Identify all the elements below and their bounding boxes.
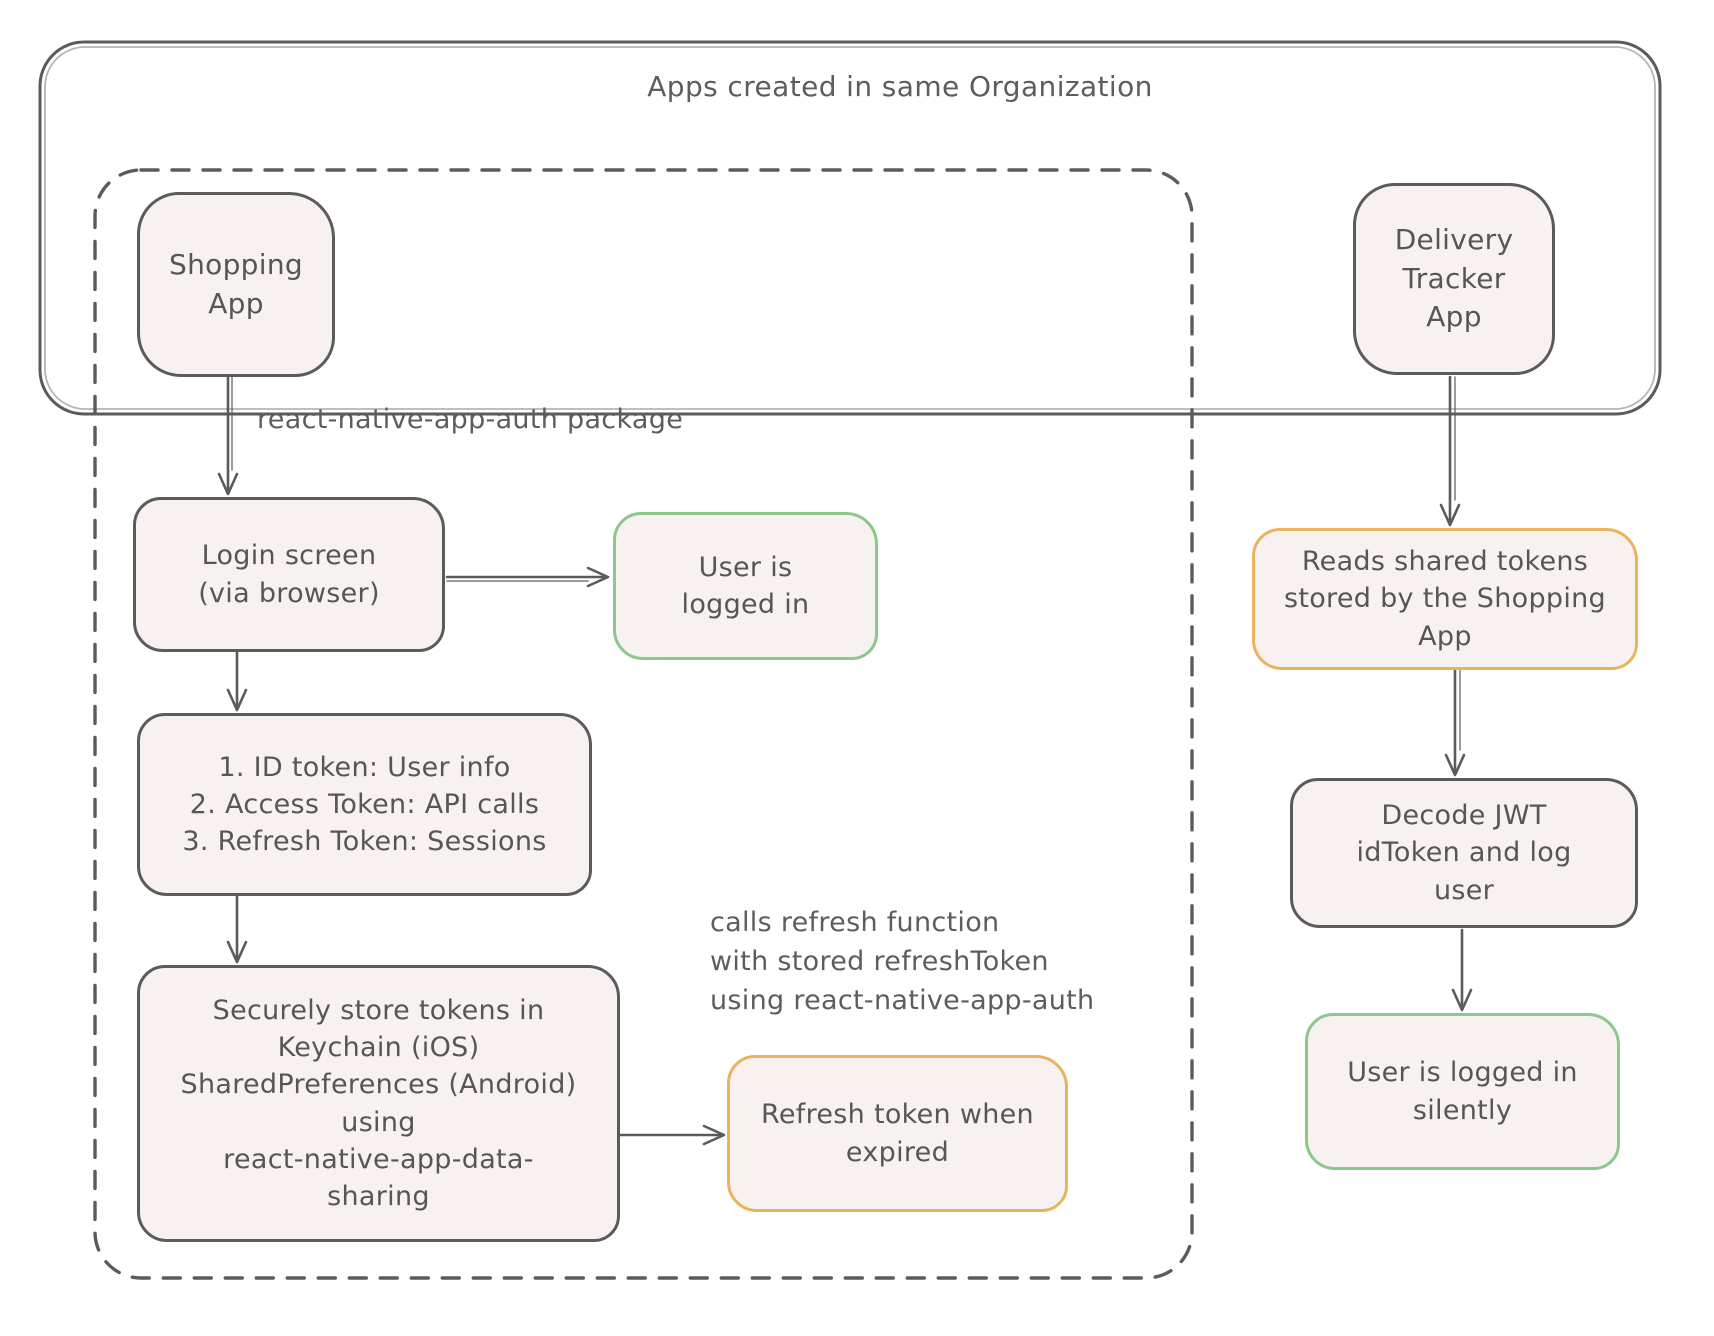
arrow-decode-to-silent: [1451, 928, 1473, 1012]
arrow-shopping-to-login: [217, 375, 239, 496]
node-login-screen: Login screen (via browser): [133, 497, 445, 652]
edge-label-refresh-note: calls refresh function with stored refre…: [710, 907, 1095, 1017]
organization-frame: [38, 40, 1662, 416]
node-tokens-received: 1. ID token: User info 2. Access Token: …: [137, 713, 592, 896]
node-secure-store: Securely store tokens in Keychain (iOS) …: [137, 965, 620, 1242]
arrow-login-to-loggedin: [445, 566, 610, 588]
arrow-reads-to-decode: [1444, 668, 1466, 777]
arrow-tokens-to-store: [226, 894, 248, 964]
edge-label-auth-package: react-native-app-auth package: [257, 404, 684, 435]
node-reads-shared-tokens: Reads shared tokens stored by the Shoppi…: [1252, 528, 1638, 670]
dashed-frame: [93, 168, 1194, 1280]
node-user-logged-in: User is logged in: [613, 512, 878, 660]
organization-frame-sketch-echo: [44, 46, 1656, 410]
node-shopping-app: Shopping App: [137, 192, 335, 377]
arrow-delivery-to-reads: [1439, 375, 1461, 527]
node-refresh-token: Refresh token when expired: [727, 1055, 1068, 1212]
node-decode-jwt: Decode JWT idToken and log user: [1290, 778, 1638, 928]
node-delivery-tracker-app: Delivery Tracker App: [1353, 183, 1555, 375]
arrow-login-to-tokens: [226, 650, 248, 712]
organization-frame-title: Apps created in same Organization: [647, 70, 1153, 103]
arrow-store-to-refresh: [618, 1124, 726, 1146]
node-silent-login: User is logged in silently: [1305, 1013, 1620, 1170]
